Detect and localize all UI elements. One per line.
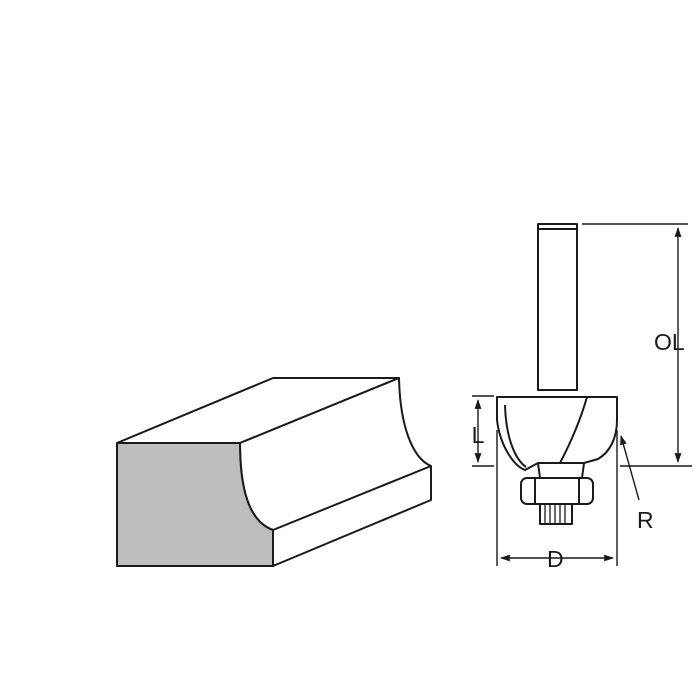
l-label: L: [472, 422, 485, 448]
workpiece-step-edge: [272, 465, 432, 531]
bit-bearing: [520, 477, 594, 505]
router-bit: [496, 223, 618, 525]
bit-flute-edge: [559, 396, 588, 464]
r-label: R: [637, 507, 654, 533]
bit-shank: [537, 223, 578, 391]
bit-cutter-flute: [504, 404, 527, 468]
ol-label: OL: [654, 329, 685, 355]
bit-screw: [539, 503, 573, 525]
workpiece-front-face: [116, 442, 274, 567]
workpiece: [116, 377, 432, 567]
d-label: D: [547, 546, 564, 572]
bit-neck: [537, 462, 585, 479]
r-leader-line: [620, 435, 640, 501]
bit-cutter: [496, 396, 618, 471]
dimension-lines: [472, 223, 692, 566]
